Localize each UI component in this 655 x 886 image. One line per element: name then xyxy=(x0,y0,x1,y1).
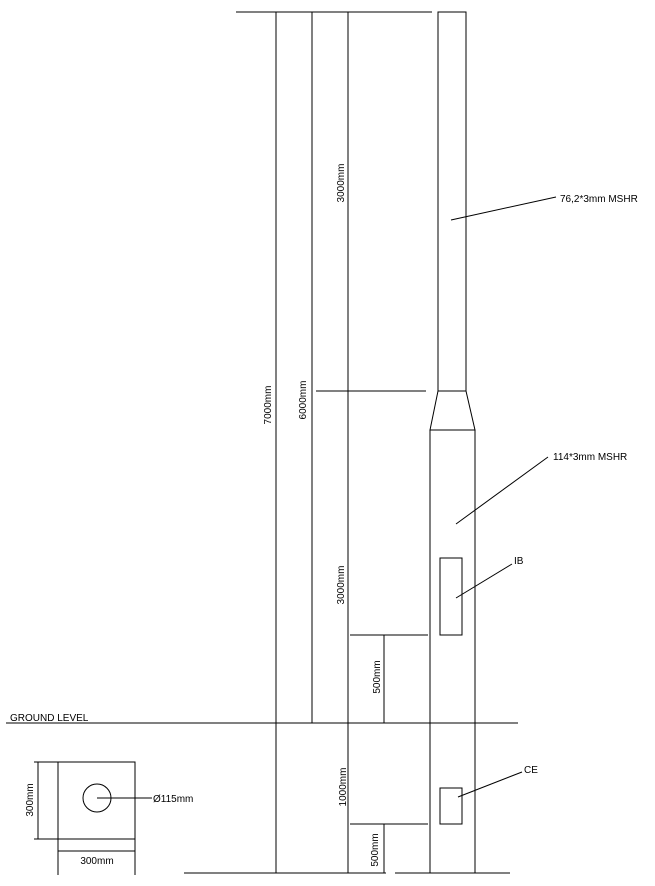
dim-text-3000-upper: 3000mm xyxy=(336,164,347,203)
ground-level-label: GROUND LEVEL xyxy=(10,713,89,724)
plate-width-dim-text: 300mm xyxy=(80,856,113,867)
dim-text-1000: 1000mm xyxy=(338,768,349,807)
ib-leader xyxy=(455,563,513,599)
upper-tube-label: 76,2*3mm MSHR xyxy=(560,194,638,205)
ib-label: IB xyxy=(514,556,524,567)
base-plate xyxy=(57,761,136,840)
hole-diameter-label: Ø115mm xyxy=(153,794,193,805)
dim-text-500-ce: 500mm xyxy=(370,833,381,866)
ce-leader xyxy=(457,771,523,798)
dim-text-3000-lower: 3000mm xyxy=(336,566,347,605)
upper-tube-leader xyxy=(450,196,557,221)
lower-pole-section xyxy=(429,429,476,874)
pole-taper-transition xyxy=(429,390,476,431)
lower-tube-label: 114*3mm MSHR xyxy=(553,452,627,463)
ce-label: CE xyxy=(524,765,538,776)
plate-side-dim-text: 300mm xyxy=(25,783,36,816)
lower-tube-leader xyxy=(455,456,549,525)
ce-box xyxy=(439,787,463,825)
dim-text-7000: 7000mm xyxy=(263,386,274,425)
dim-text-500-ib: 500mm xyxy=(372,660,383,693)
upper-pole-section xyxy=(437,11,467,392)
inspection-box xyxy=(439,557,463,636)
dim-text-6000: 6000mm xyxy=(298,381,309,420)
